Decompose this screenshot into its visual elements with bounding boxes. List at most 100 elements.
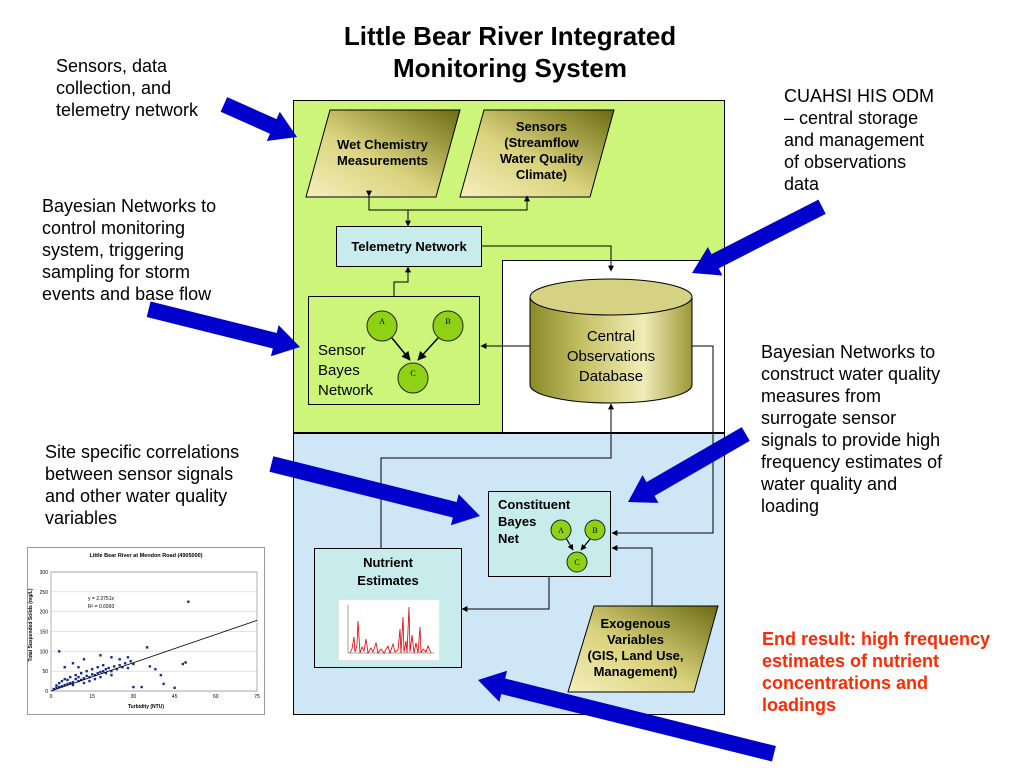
data-point [132, 662, 135, 666]
data-point [154, 667, 157, 671]
data-point [80, 671, 83, 675]
data-point [110, 669, 113, 673]
constituent-label: Constituent Bayes Net [498, 497, 571, 546]
data-point [145, 646, 149, 649]
sensor-bayes-label: Sensor Bayes Network [318, 342, 374, 399]
constituent-node-b [584, 519, 606, 541]
data-point [63, 677, 66, 681]
wet-chemistry-label: Wet Chemistry Measurements [336, 137, 429, 168]
constituent-node-c-label: C [574, 558, 580, 567]
sensors-label: Sensors (Streamflow Water Quality Climat… [499, 119, 584, 182]
constituent-node-a [550, 519, 572, 541]
data-point [82, 677, 86, 680]
data-point [71, 681, 75, 684]
data-point [82, 681, 86, 685]
telemetry-network-box: Telemetry Network [336, 226, 482, 267]
data-point [184, 661, 187, 664]
arrow-end-result [478, 670, 776, 762]
y-tick-label: 300 [40, 570, 49, 576]
scatter-xlabel: Turbidity (NTU) [127, 704, 164, 710]
arrow-sensors [220, 97, 297, 142]
constituent-node-c [566, 551, 588, 573]
data-point [181, 662, 185, 666]
arrow-bayes-control [146, 301, 300, 357]
data-point [129, 660, 132, 663]
data-point [60, 685, 64, 688]
data-point [91, 667, 94, 671]
sensors-shape [459, 109, 615, 198]
data-point [162, 682, 165, 686]
data-point [110, 656, 113, 659]
database-cylinder [529, 278, 693, 404]
x-tick-label: 45 [172, 694, 178, 700]
data-point [82, 658, 86, 661]
data-point [115, 667, 119, 671]
data-point [173, 686, 176, 690]
data-point [88, 679, 91, 683]
plot-frame [50, 571, 258, 692]
scatter-equation: y = 2.3751x R² = 0.6993 [88, 596, 115, 610]
data-point [121, 666, 124, 669]
data-point [99, 654, 102, 657]
data-point [112, 665, 116, 668]
data-point [52, 687, 55, 691]
data-point [74, 677, 77, 681]
nutrient-label: Nutrient Estimates [357, 555, 419, 588]
node-c-label: C [410, 369, 416, 378]
data-point [104, 667, 108, 671]
data-point [55, 684, 58, 687]
data-point [159, 673, 163, 677]
data-point [58, 681, 61, 685]
trendline [50, 619, 258, 692]
node-b-label: B [445, 317, 451, 326]
data-point [99, 675, 102, 679]
data-point [77, 679, 80, 683]
node-a [366, 310, 398, 342]
arrow-site-corr [269, 456, 480, 526]
data-point [63, 666, 66, 669]
data-point [93, 677, 97, 681]
node-c [397, 362, 429, 394]
data-point [123, 662, 127, 665]
constituent-node-a-label: A [558, 526, 564, 535]
nutrient-spike-chart [338, 599, 440, 661]
page-title: Little Bear River Integrated Monitoring … [250, 20, 770, 84]
node-b [432, 310, 464, 342]
data-point [88, 675, 91, 679]
data-point [66, 678, 69, 682]
arrow-bayes-construct [628, 427, 750, 503]
exogenous-shape [567, 605, 719, 693]
data-point [148, 665, 152, 668]
x-tick-label: 60 [213, 694, 219, 700]
data-point [85, 669, 88, 673]
data-point [132, 685, 135, 689]
data-point [126, 656, 130, 659]
exogenous-label: Exogenous Variables (GIS, Land Use, Mana… [587, 616, 684, 679]
data-point [110, 673, 113, 677]
constituent-node-b-label: B [592, 526, 598, 535]
data-point [69, 675, 72, 679]
title-line-2: Monitoring System [392, 53, 627, 83]
y-tick-label: 200 [40, 610, 49, 616]
data-point [91, 673, 94, 676]
y-tick-label: 0 [45, 689, 48, 695]
data-point [101, 664, 105, 667]
constituent-bayes-graph [550, 519, 606, 573]
x-tick-label: 15 [89, 694, 95, 700]
data-point [71, 662, 75, 665]
sensor-bayes-graph [366, 310, 464, 394]
y-tick-label: 250 [40, 590, 49, 596]
data-point [55, 686, 58, 690]
title-line-1: Little Bear River Integrated [343, 21, 677, 51]
y-tick-label: 150 [40, 630, 49, 636]
data-point [60, 679, 64, 683]
data-point [107, 666, 110, 670]
data-point [93, 673, 97, 677]
